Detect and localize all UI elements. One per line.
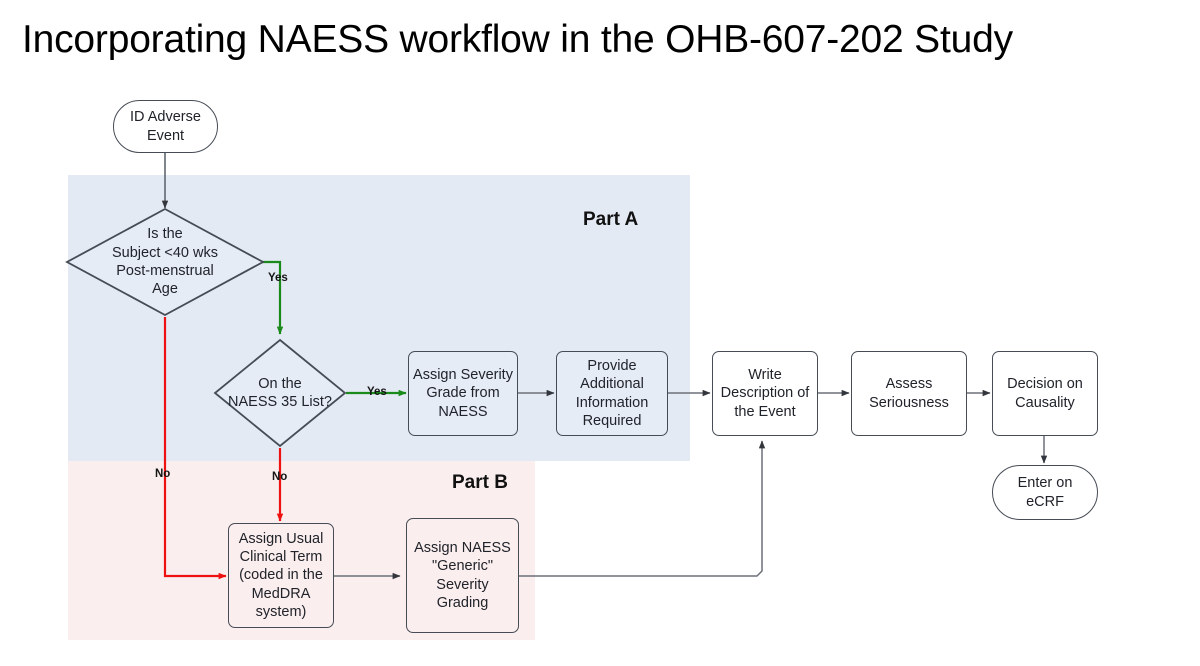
node-id-adverse-event[interactable]: ID Adverse Event [113, 100, 218, 153]
node-decision-naess-35-list[interactable]: On the NAESS 35 List? [213, 338, 347, 448]
edge-label-yes-naess35: Yes [367, 386, 387, 398]
edge-label-yes-pma: Yes [268, 272, 288, 284]
node-assess-seriousness[interactable]: Assess Seriousness [851, 351, 967, 436]
node-assign-usual-clinical-term-label: Assign Usual Clinical Term (coded in the… [238, 530, 324, 620]
node-assign-generic-grading-label: Assign NAESS "Generic" Severity Grading [414, 539, 511, 611]
node-write-description-label: Write Description of the Event [720, 367, 810, 420]
node-decision-on-causality-label: Decision on Causality [1007, 376, 1083, 411]
edge-label-no-pma: No [155, 468, 171, 480]
node-enter-on-ecrf[interactable]: Enter on eCRF [992, 465, 1098, 520]
node-decision-on-causality[interactable]: Decision on Causality [992, 351, 1098, 436]
node-decision-post-menstrual-age[interactable]: Is the Subject <40 wks Post-menstrual Ag… [65, 207, 265, 317]
part-a-label: Part A [583, 209, 639, 230]
node-provide-additional-information[interactable]: Provide Additional Information Required [556, 351, 668, 436]
node-write-description-of-event[interactable]: Write Description of the Event [712, 351, 818, 436]
node-assign-naess-generic-severity-grading[interactable]: Assign NAESS "Generic" Severity Grading [406, 518, 519, 633]
node-provide-additional-information-label: Provide Additional Information Required [575, 357, 649, 429]
part-b-label: Part B [452, 472, 508, 493]
edge-generic-to-write [519, 440, 766, 577]
node-assess-seriousness-label: Assess Seriousness [869, 376, 949, 411]
node-assign-severity-grade-label: Assign Severity Grade from NAESS [413, 367, 513, 420]
node-assign-usual-clinical-term[interactable]: Assign Usual Clinical Term (coded in the… [228, 523, 334, 628]
node-assign-severity-grade-from-naess[interactable]: Assign Severity Grade from NAESS [408, 351, 518, 436]
page-title: Incorporating NAESS workflow in the OHB-… [22, 18, 1013, 61]
node-id-adverse-event-label: ID Adverse Event [130, 109, 201, 144]
node-enter-on-ecrf-label: Enter on eCRF [1017, 475, 1073, 510]
edge-label-no-naess35: No [272, 471, 288, 483]
